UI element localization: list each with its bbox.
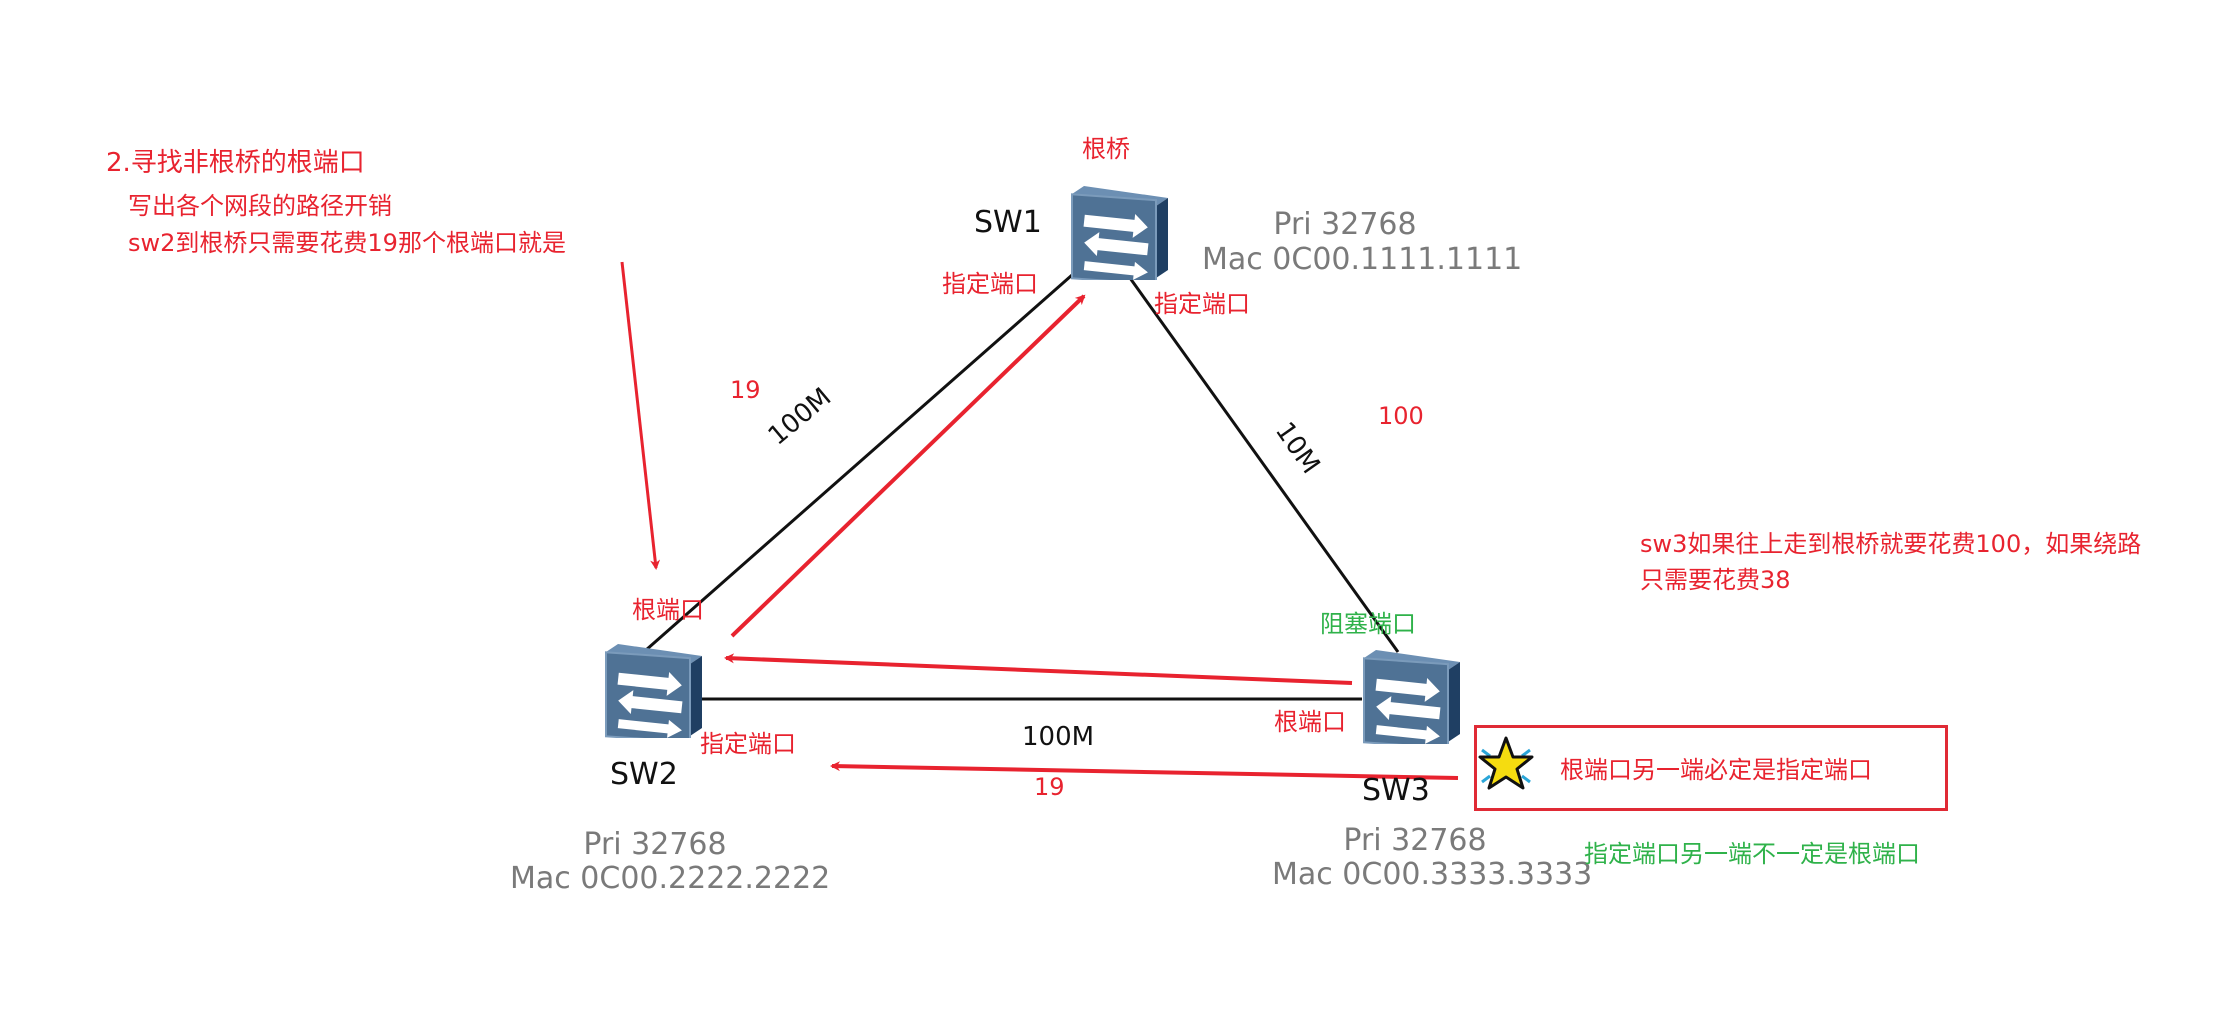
switch-name-sw1: SW1 (974, 205, 1042, 240)
arrow-sw2-to-sw1 (730, 294, 1086, 638)
switch-icon-sw3[interactable] (1360, 648, 1460, 744)
step-title: 2.寻找非根桥的根端口 (106, 148, 365, 178)
boxed-note: 根端口另一端必定是指定端口 (1560, 756, 1872, 784)
star-icon (1478, 736, 1534, 790)
switch-icon-sw1[interactable] (1068, 184, 1168, 280)
sw1-priority: Pri 32768 (1273, 207, 1417, 242)
sw1-left-port-label: 指定端口 (942, 270, 1038, 298)
arrow-sw3-to-sw2-designated (830, 761, 1459, 780)
bandwidth-sw2-sw3: 100M (1022, 722, 1095, 752)
arrow-annotation-to-sw2-root-port (620, 261, 661, 570)
highlight-note-box (1474, 725, 1948, 811)
sw1-mac: Mac 0C00.1111.1111 (1202, 242, 1523, 277)
sw2-priority: Pri 32768 (583, 827, 727, 862)
switch-icon-sw2[interactable] (602, 642, 702, 738)
green-note: 指定端口另一端不一定是根端口 (1584, 840, 1920, 868)
sw2-mac: Mac 0C00.2222.2222 (510, 861, 831, 896)
cost-sw1-sw3: 100 (1378, 402, 1424, 430)
cost-sw1-sw2: 19 (730, 376, 761, 404)
sw2-root-port-label: 根端口 (632, 596, 704, 624)
cost-sw2-sw3: 19 (1034, 773, 1065, 801)
step-line-2: sw2到根桥只需要花费19那个根端口就是 (128, 229, 566, 257)
link-sw1-sw2 (645, 266, 1081, 652)
arrow-sw3-to-sw2 (724, 653, 1353, 685)
step-line-1: 写出各个网段的路径开销 (128, 192, 392, 220)
sw3-priority: Pri 32768 (1343, 823, 1487, 858)
sw1-right-port-label: 指定端口 (1154, 290, 1250, 318)
sw3-note-line-2: 只需要花费38 (1640, 566, 1791, 594)
sw3-root-port-label: 根端口 (1274, 708, 1346, 736)
switch-name-sw3: SW3 (1362, 773, 1430, 808)
sw3-note-line-1: sw3如果往上走到根桥就要花费100，如果绕路 (1640, 530, 2142, 558)
switch-name-sw2: SW2 (610, 757, 678, 792)
sw2-designated-port-label: 指定端口 (700, 730, 796, 758)
sw3-mac: Mac 0C00.3333.3333 (1272, 857, 1593, 892)
sw3-blocking-port-label: 阻塞端口 (1320, 610, 1416, 638)
root-bridge-label: 根桥 (1082, 135, 1130, 163)
link-sw1-sw3 (1128, 277, 1400, 653)
